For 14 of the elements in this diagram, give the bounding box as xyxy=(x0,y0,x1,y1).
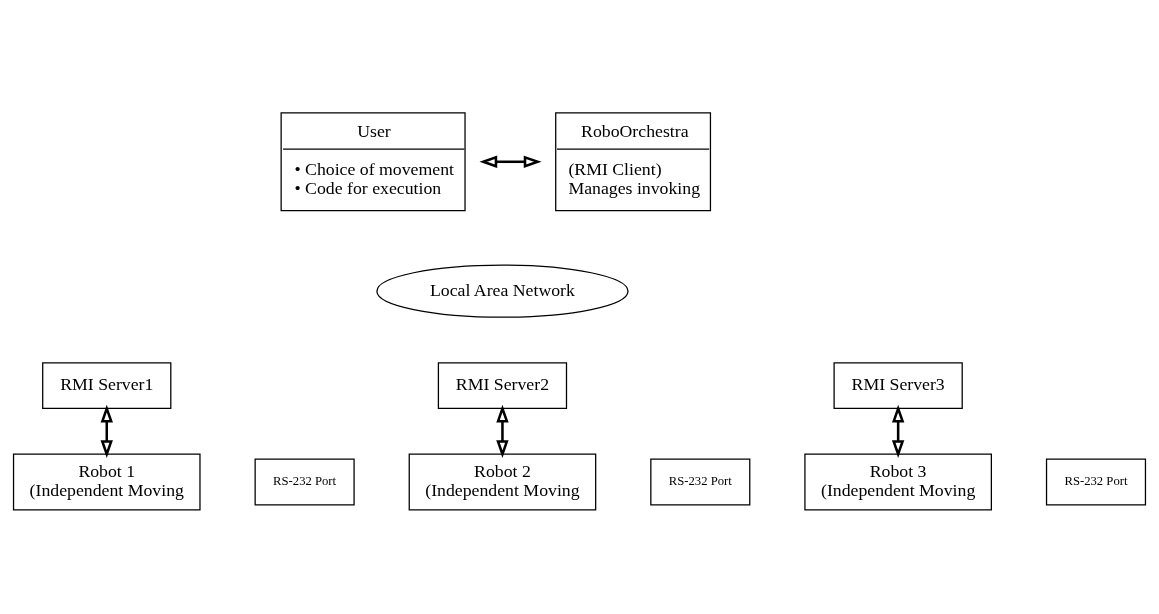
node-ellipse: Local Area Network xyxy=(376,264,629,318)
arrow xyxy=(891,404,905,458)
node-box: RMI Server2 xyxy=(437,362,568,410)
node-box: RS-232 Port xyxy=(650,458,751,506)
arrow xyxy=(496,404,509,458)
node-box: RMI Server3 xyxy=(833,362,963,410)
arrow xyxy=(479,155,542,168)
node-box: RMI Server1 xyxy=(42,362,172,410)
node-box: Robot 3 (Independent Moving xyxy=(804,453,992,511)
node-box: RS-232 Port xyxy=(254,458,355,506)
node-box: Robot 2 (Independent Moving xyxy=(408,453,597,511)
node-box: RS-232 Port xyxy=(1045,458,1147,506)
arrow xyxy=(100,404,113,458)
node-box: Robot 1 (Independent Moving xyxy=(12,453,201,511)
